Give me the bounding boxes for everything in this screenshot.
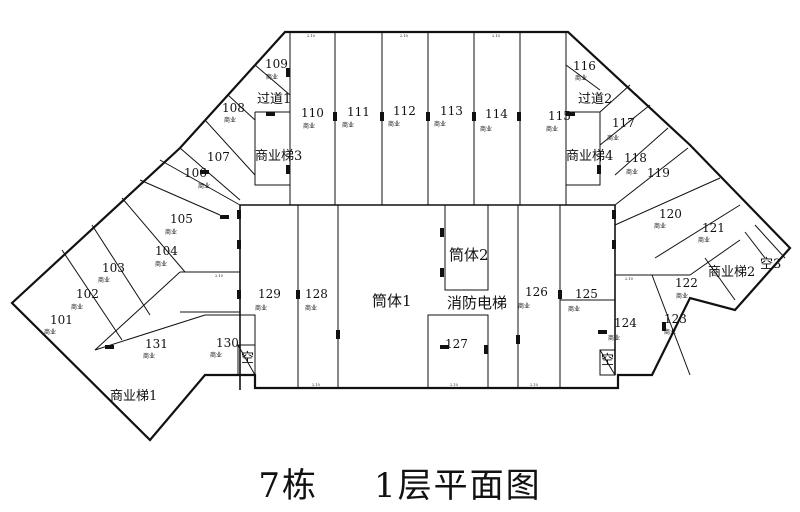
- tag: 商业: [98, 276, 110, 284]
- stair-3-label: 商业梯3: [255, 149, 302, 164]
- unit-112-label: 112: [393, 104, 416, 118]
- void-3-label: 空3: [760, 257, 781, 272]
- dim: 2.10: [530, 383, 538, 387]
- unit-131-label: 131: [145, 337, 168, 351]
- void-2-label: 空: [601, 353, 614, 368]
- unit-105-label: 105: [170, 212, 193, 226]
- unit-103-label: 103: [102, 261, 125, 275]
- core-2-label: 筒体2: [449, 246, 489, 264]
- tag: 商业: [607, 134, 619, 142]
- tag: 商业: [71, 303, 83, 311]
- void-1-label: 空: [241, 351, 254, 366]
- unit-120-label: 120: [659, 207, 682, 221]
- building-outline: [10, 30, 792, 442]
- unit-122-label: 122: [675, 276, 698, 290]
- stair-1-label: 商业梯1: [110, 389, 157, 404]
- dim: 2.10: [625, 277, 633, 281]
- core-1-label: 筒体1: [372, 292, 412, 310]
- tag: 商业: [654, 222, 666, 230]
- tag: 商业: [198, 182, 210, 190]
- tag: 商业: [305, 304, 317, 312]
- dim: 2.10: [312, 383, 320, 387]
- unit-123-label: 123: [664, 312, 687, 326]
- unit-129-label: 129: [258, 287, 281, 301]
- floor-plan-name: 1层平面图: [374, 466, 542, 506]
- tag: 商业: [664, 328, 676, 336]
- tag: 商业: [143, 352, 155, 360]
- tag: 商业: [266, 73, 278, 81]
- stair-2-label: 商业梯2: [708, 265, 755, 280]
- tag: 商业: [626, 168, 638, 176]
- unit-118-label: 118: [624, 151, 647, 165]
- tag: 商业: [388, 120, 400, 128]
- dim: 2.10: [215, 274, 223, 278]
- unit-111-label: 111: [347, 105, 370, 119]
- tag: 商业: [224, 116, 236, 124]
- unit-106-label: 106: [184, 166, 207, 180]
- floor-plan: 101 102 103 104 105 106 107 108 109 110 …: [10, 30, 792, 442]
- unit-104-label: 104: [155, 244, 178, 258]
- tag: 商业: [568, 305, 580, 313]
- unit-117-label: 117: [612, 116, 635, 130]
- tag: 商业: [155, 260, 167, 268]
- drawing-title: 7栋 1层平面图: [0, 458, 800, 507]
- tag: 商业: [518, 302, 530, 310]
- passage-1-label: 过道1: [257, 92, 291, 107]
- central-block: [198, 32, 616, 390]
- tag: 商业: [342, 121, 354, 129]
- unit-128-label: 128: [305, 287, 328, 301]
- unit-107-label: 107: [207, 150, 230, 164]
- tag: 商业: [303, 122, 315, 130]
- unit-119-label: 119: [647, 166, 670, 180]
- tag: 商业: [255, 304, 267, 312]
- unit-101-label: 101: [50, 313, 73, 327]
- dim: 2.10: [492, 34, 500, 38]
- right-wing: [565, 64, 786, 376]
- unit-110-label: 110: [301, 106, 324, 120]
- unit-108-label: 108: [222, 101, 245, 115]
- unit-114-label: 114: [485, 107, 508, 121]
- stair-4-label: 商业梯4: [566, 149, 613, 164]
- door-marks: [105, 68, 666, 354]
- tag: 商业: [608, 334, 620, 342]
- fire-elevator-label: 消防电梯: [447, 294, 507, 312]
- unit-125-label: 125: [575, 287, 598, 301]
- unit-102-label: 102: [76, 287, 99, 301]
- tag: 商业: [698, 236, 710, 244]
- tag: 商业: [165, 228, 177, 236]
- dim: 2.10: [400, 34, 408, 38]
- tag: 商业: [575, 74, 587, 82]
- left-wing: [61, 64, 291, 351]
- dimension-marks: 2.10 2.10 2.10 2.10 2.10 2.10 2.10 2.10: [215, 34, 633, 387]
- tag: 商业: [546, 125, 558, 133]
- unit-126-label: 126: [525, 285, 548, 299]
- unit-121-label: 121: [702, 221, 725, 235]
- dim: 2.10: [450, 383, 458, 387]
- dim: 2.10: [307, 34, 315, 38]
- tag: 商业: [480, 125, 492, 133]
- unit-109-label: 109: [265, 57, 288, 71]
- unit-130-label: 130: [216, 336, 239, 350]
- unit-127-label: 127: [445, 337, 468, 351]
- tag: 商业: [676, 292, 688, 300]
- building-number: 7栋: [258, 466, 318, 506]
- function-tags: 商业 商业 商业 商业 商业 商业 商业 商业 商业 商业 商业 商业 商业 商…: [44, 73, 710, 360]
- unit-116-label: 116: [573, 59, 596, 73]
- unit-113-label: 113: [440, 104, 463, 118]
- unit-115-label: 115: [548, 109, 571, 123]
- tag: 商业: [434, 120, 446, 128]
- unit-124-label: 124: [614, 316, 637, 330]
- tag: 商业: [210, 351, 222, 359]
- passage-2-label: 过道2: [578, 92, 612, 107]
- tag: 商业: [44, 328, 56, 336]
